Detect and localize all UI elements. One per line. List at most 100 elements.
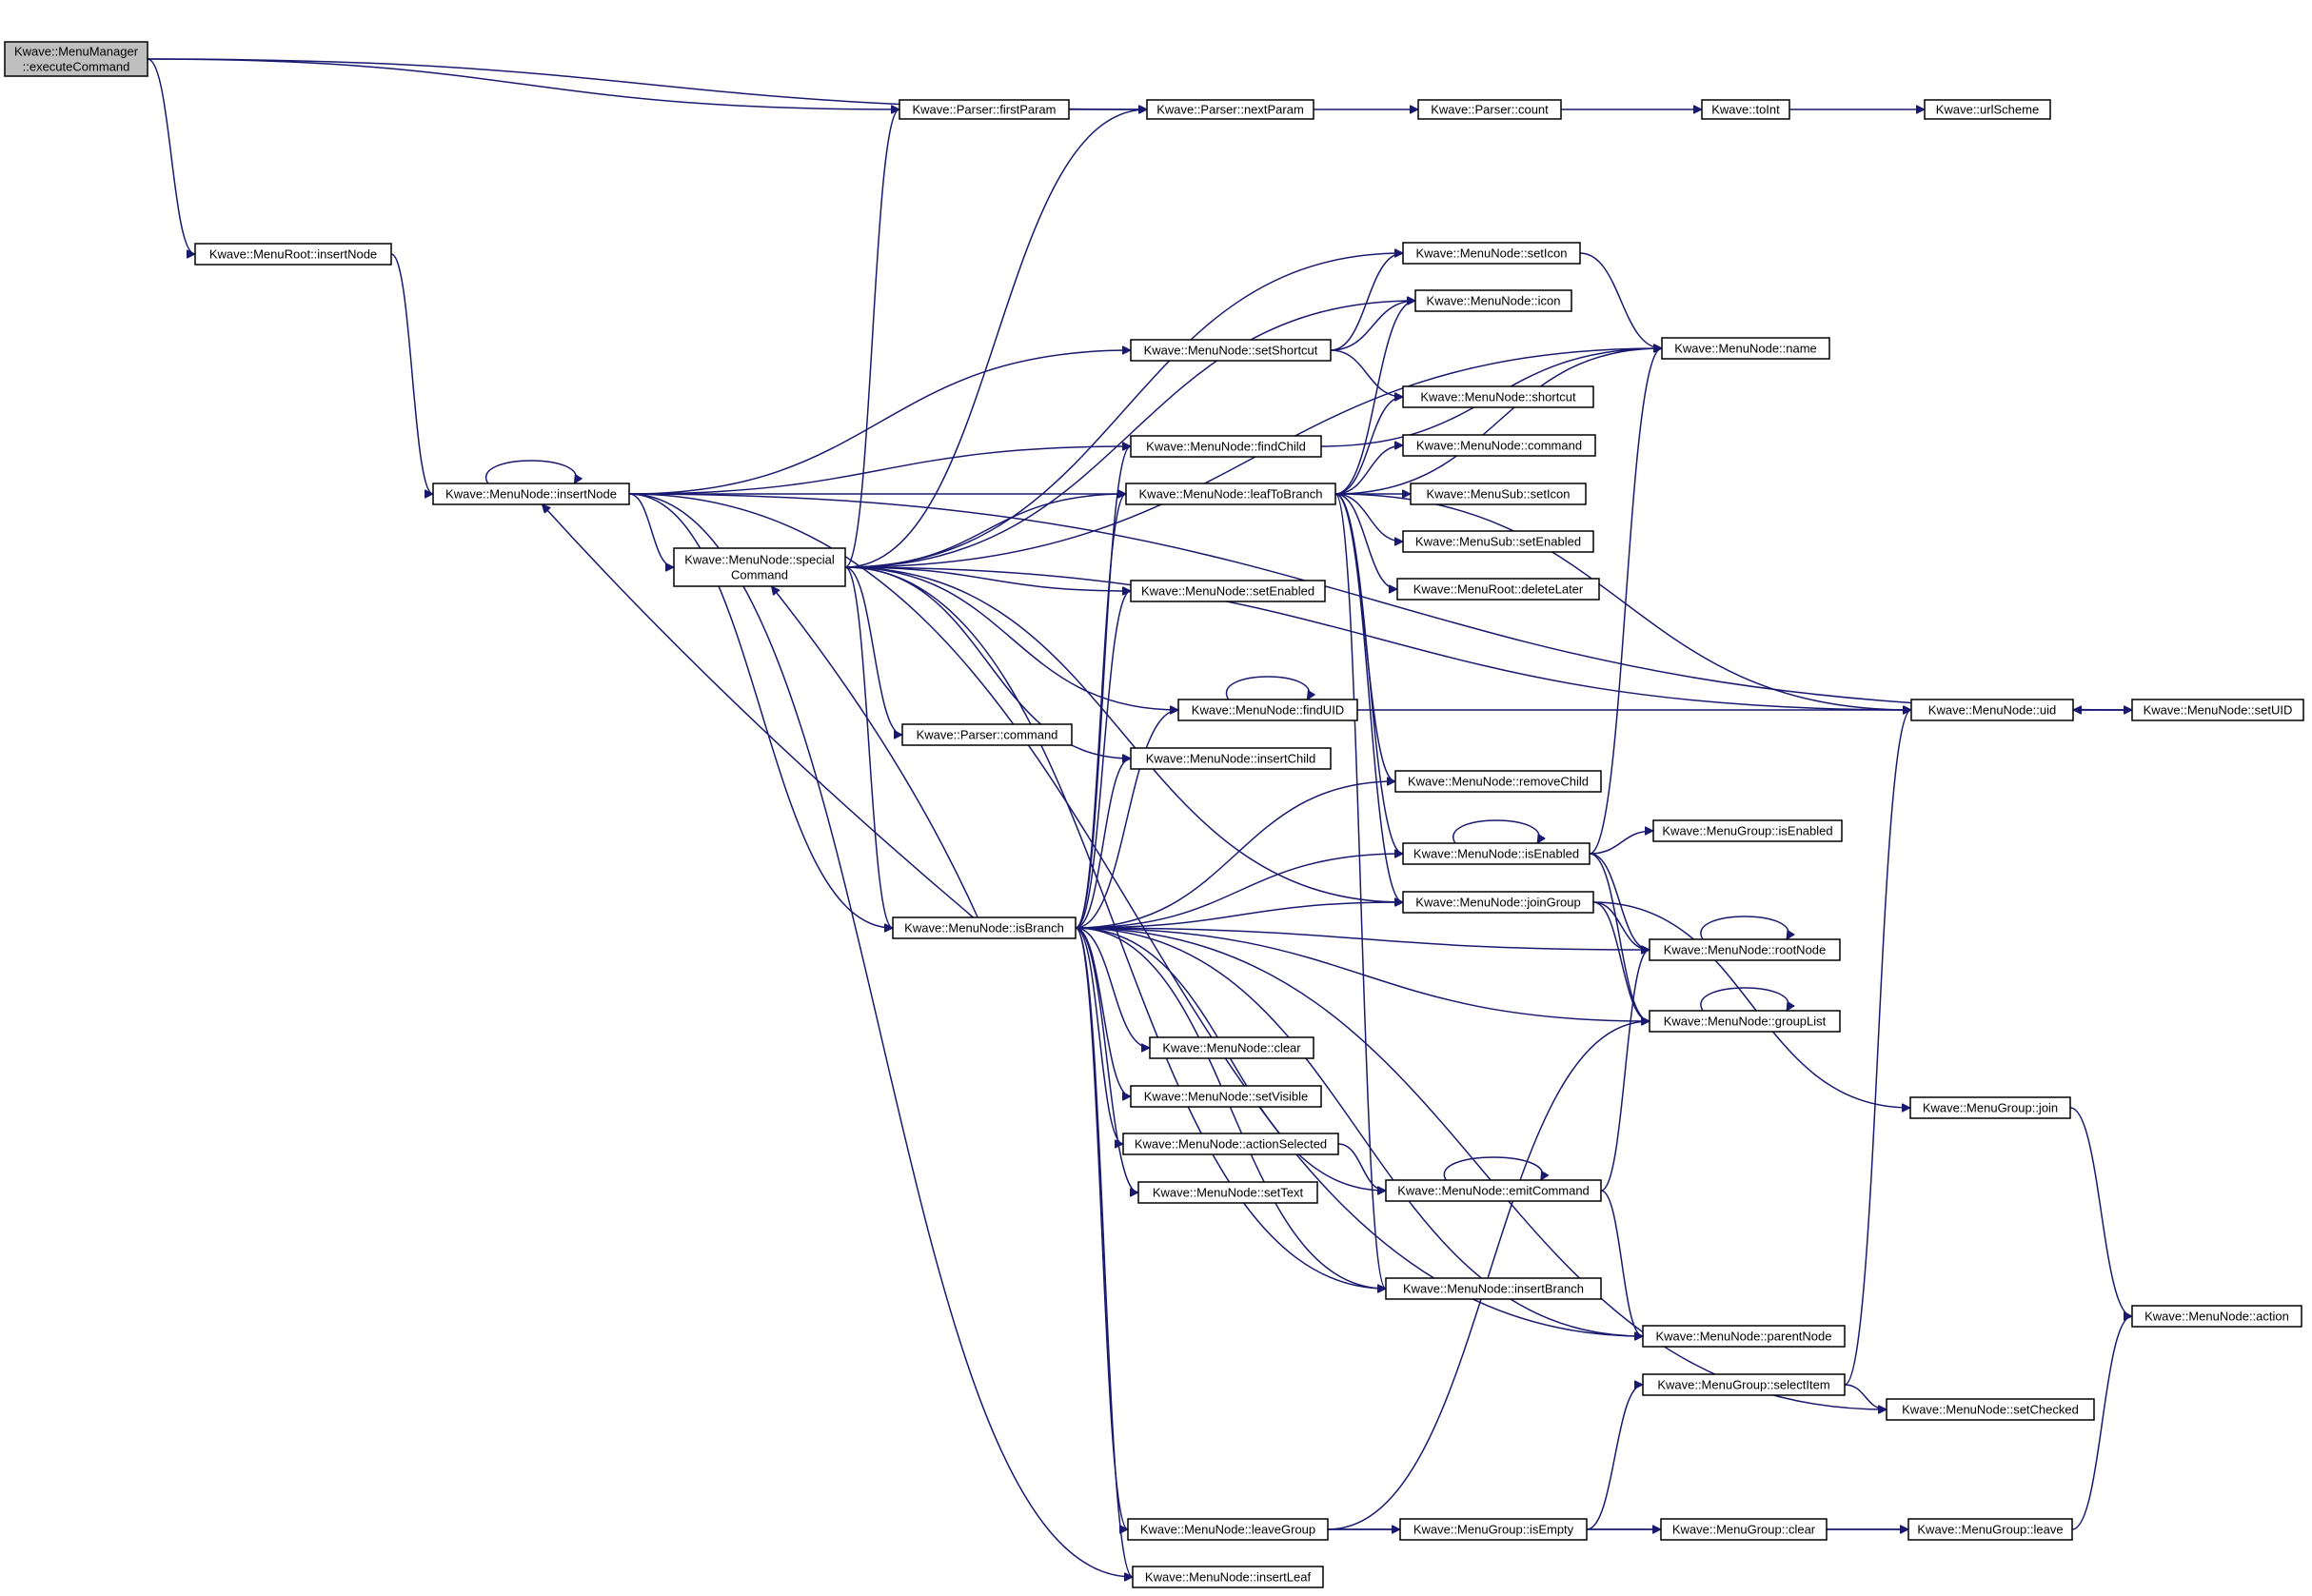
node-menunode-find-uid[interactable]: Kwave::MenuNode::findUID xyxy=(1177,699,1358,721)
node-box xyxy=(1910,699,2074,721)
node-box xyxy=(1402,530,1594,553)
node-menugroup-leave[interactable]: Kwave::MenuGroup::leave xyxy=(1907,1518,2073,1541)
edge xyxy=(147,58,899,109)
node-menugroup-select-item[interactable]: Kwave::MenuGroup::selectItem xyxy=(1642,1373,1846,1396)
node-execute-command[interactable]: Kwave::MenuManager::executeCommand xyxy=(4,41,148,77)
node-menunode-is-enabled[interactable]: Kwave::MenuNode::isEnabled xyxy=(1402,842,1591,865)
node-menuroot-delete-later[interactable]: Kwave::MenuRoot::deleteLater xyxy=(1396,578,1600,601)
node-layer: Kwave::MenuManager::executeCommandKwave:… xyxy=(4,41,2304,1588)
node-label: Kwave::MenuNode::insertNode xyxy=(445,487,617,502)
node-box xyxy=(1132,1566,1324,1588)
edge-layer xyxy=(147,58,2133,1577)
edge xyxy=(1592,901,1910,1108)
edge xyxy=(844,348,1662,568)
node-label: Kwave::MenuNode::setShortcut xyxy=(1144,344,1318,358)
node-box xyxy=(1410,483,1587,505)
edge xyxy=(1579,252,1662,348)
node-menunode-set-checked[interactable]: Kwave::MenuNode::setChecked xyxy=(1886,1398,2095,1421)
edge xyxy=(1075,902,1403,929)
node-box xyxy=(1137,1181,1318,1204)
node-label: Kwave::MenuNode::leaveGroup xyxy=(1140,1523,1315,1537)
node-box xyxy=(1130,435,1322,458)
node-menunode-set-uid[interactable]: Kwave::MenuNode::setUID xyxy=(2131,699,2304,721)
node-menunode-action-selected[interactable]: Kwave::MenuNode::actionSelected xyxy=(1122,1133,1339,1155)
node-menunode-clear[interactable]: Kwave::MenuNode::clear xyxy=(1149,1036,1314,1059)
node-parser-count[interactable]: Kwave::Parser::count xyxy=(1417,99,1562,120)
node-box xyxy=(1146,99,1314,120)
node-menunode-emit-command[interactable]: Kwave::MenuNode::emitCommand xyxy=(1385,1179,1602,1202)
edge xyxy=(1600,950,1650,1192)
node-box xyxy=(1130,1085,1322,1108)
node-parser-next-param[interactable]: Kwave::Parser::nextParam xyxy=(1146,99,1314,120)
node-menusub-set-icon[interactable]: Kwave::MenuSub::setIcon xyxy=(1410,483,1587,505)
edge xyxy=(1700,987,1788,1011)
node-parser-command[interactable]: Kwave::Parser::command xyxy=(901,723,1073,746)
node-label: Kwave::MenuNode::leafToBranch xyxy=(1139,487,1323,502)
node-menugroup-clear[interactable]: Kwave::MenuGroup::clear xyxy=(1660,1518,1828,1541)
node-menuroot-insert-node[interactable]: Kwave::MenuRoot::insertNode xyxy=(194,243,392,266)
node-to-int[interactable]: Kwave::toInt xyxy=(1701,99,1790,120)
node-box xyxy=(1886,1398,2095,1421)
node-menunode-uid[interactable]: Kwave::MenuNode::uid xyxy=(1910,699,2074,721)
node-menunode-set-visible[interactable]: Kwave::MenuNode::setVisible xyxy=(1130,1085,1322,1108)
node-box xyxy=(1660,1518,1828,1541)
node-menunode-insert-node[interactable]: Kwave::MenuNode::insertNode xyxy=(432,483,630,505)
node-menunode-action[interactable]: Kwave::MenuNode::action xyxy=(2131,1305,2302,1328)
node-menunode-set-icon[interactable]: Kwave::MenuNode::setIcon xyxy=(1402,242,1581,265)
node-label: Kwave::MenuNode::setEnabled xyxy=(1141,584,1314,599)
node-parser-first-param[interactable]: Kwave::Parser::firstParam xyxy=(899,99,1070,120)
node-box xyxy=(194,243,392,266)
node-menunode-root-node[interactable]: Kwave::MenuNode::rootNode xyxy=(1649,938,1841,961)
node-menunode-insert-child[interactable]: Kwave::MenuNode::insertChild xyxy=(1130,747,1332,770)
node-label: Kwave::MenuNode::setVisible xyxy=(1144,1090,1308,1104)
node-box xyxy=(1127,1518,1329,1541)
node-menunode-set-text[interactable]: Kwave::MenuNode::setText xyxy=(1137,1181,1318,1204)
edge xyxy=(1589,853,1650,1021)
node-box xyxy=(1402,434,1596,457)
node-box xyxy=(1402,385,1594,408)
node-menunode-icon[interactable]: Kwave::MenuNode::icon xyxy=(1414,289,1572,312)
edge xyxy=(628,350,1131,495)
node-menunode-set-shortcut[interactable]: Kwave::MenuNode::setShortcut xyxy=(1130,339,1332,362)
node-box xyxy=(2131,1305,2302,1328)
node-menunode-join-group[interactable]: Kwave::MenuNode::joinGroup xyxy=(1402,891,1594,914)
node-menunode-insert-leaf[interactable]: Kwave::MenuNode::insertLeaf xyxy=(1132,1566,1324,1588)
node-box xyxy=(1130,747,1332,770)
edge xyxy=(1589,853,1650,950)
node-menunode-group-list[interactable]: Kwave::MenuNode::groupList xyxy=(1649,1010,1841,1033)
edge xyxy=(2071,1316,2133,1530)
node-label: Kwave::MenuNode::removeChild xyxy=(1408,775,1589,789)
node-menunode-leave-group[interactable]: Kwave::MenuNode::leaveGroup xyxy=(1127,1518,1329,1541)
node-menugroup-join[interactable]: Kwave::MenuGroup::join xyxy=(1909,1096,2071,1119)
edge xyxy=(1075,494,1127,929)
node-menunode-remove-child[interactable]: Kwave::MenuNode::removeChild xyxy=(1394,770,1602,793)
node-menusub-set-enabled[interactable]: Kwave::MenuSub::setEnabled xyxy=(1402,530,1594,553)
node-menugroup-is-empty[interactable]: Kwave::MenuGroup::isEmpty xyxy=(1399,1518,1588,1541)
node-box xyxy=(1909,1096,2071,1119)
node-menugroup-is-enabled[interactable]: Kwave::MenuGroup::isEnabled xyxy=(1652,819,1843,842)
edge xyxy=(1075,927,1151,1048)
node-label: Kwave::MenuNode::actionSelected xyxy=(1135,1137,1327,1152)
node-menunode-name[interactable]: Kwave::MenuNode::name xyxy=(1661,337,1830,360)
node-box xyxy=(1661,337,1830,360)
node-menunode-command[interactable]: Kwave::MenuNode::command xyxy=(1402,434,1596,457)
node-menunode-find-child[interactable]: Kwave::MenuNode::findChild xyxy=(1130,435,1322,458)
node-menunode-is-branch[interactable]: Kwave::MenuNode::isBranch xyxy=(892,916,1077,939)
edge xyxy=(2069,1107,2133,1316)
edge xyxy=(1334,493,1404,902)
node-menunode-insert-branch[interactable]: Kwave::MenuNode::insertBranch xyxy=(1385,1277,1602,1300)
node-menunode-leaf-to-branch[interactable]: Kwave::MenuNode::leafToBranch xyxy=(1125,483,1336,505)
edge xyxy=(1334,493,1404,854)
edge xyxy=(1844,710,1912,1386)
node-box xyxy=(1907,1518,2073,1541)
edge xyxy=(1592,901,1650,1021)
node-url-scheme[interactable]: Kwave::urlScheme xyxy=(1924,99,2051,120)
edge xyxy=(1452,819,1540,843)
edge xyxy=(628,493,2132,710)
node-box xyxy=(1125,483,1336,505)
node-menunode-parent-node[interactable]: Kwave::MenuNode::parentNode xyxy=(1642,1325,1846,1348)
node-menunode-set-enabled[interactable]: Kwave::MenuNode::setEnabled xyxy=(1130,580,1326,602)
node-menunode-shortcut[interactable]: Kwave::MenuNode::shortcut xyxy=(1402,385,1594,408)
